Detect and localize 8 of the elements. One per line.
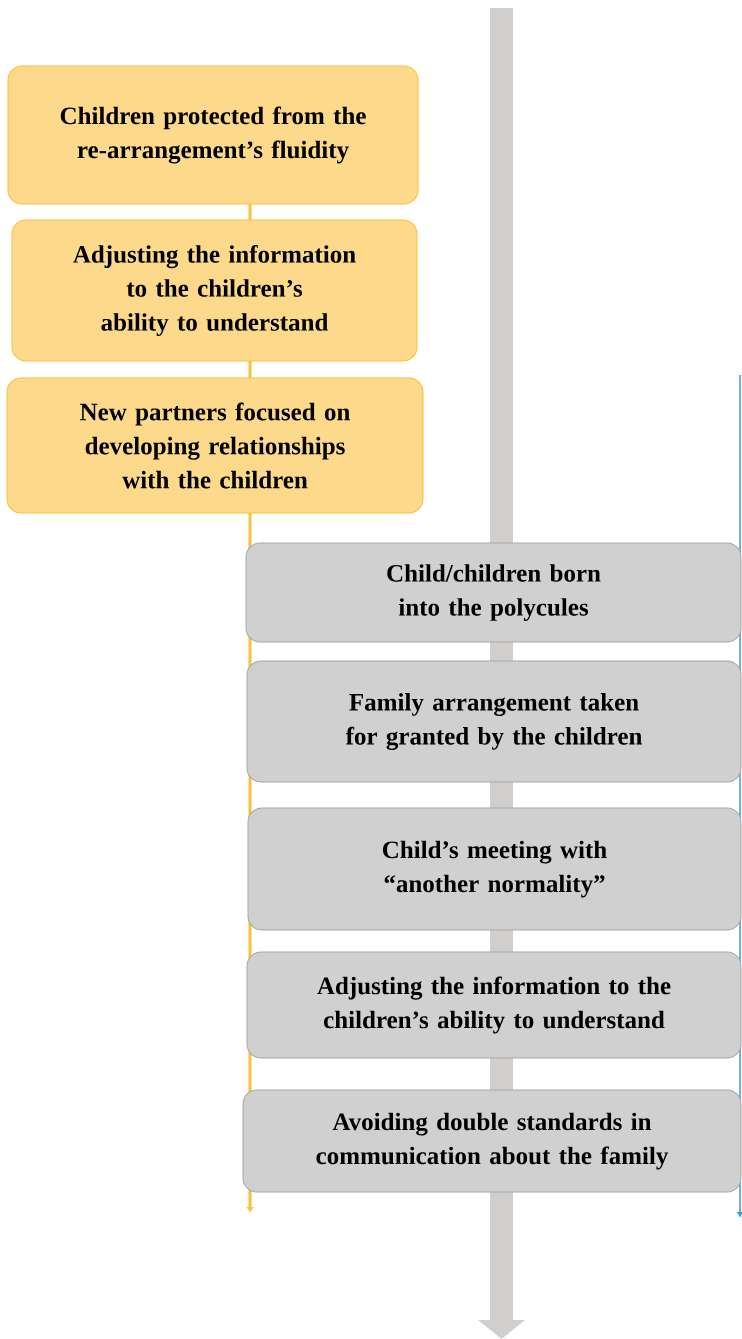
rounded-box: Adjusting the information to the children’s ability to understand xyxy=(11,219,418,362)
rounded-box: Adjusting the information to the children’s ability to understand xyxy=(246,951,742,1059)
rounded-box: New partners focused on developing relationships with the children xyxy=(6,377,424,514)
rounded-box: Child/children born into the polycules xyxy=(245,542,742,643)
rounded-box: Avoiding double standards in communication about the family xyxy=(242,1089,742,1193)
rounded-box: Child’s meeting with “another normality” xyxy=(247,807,742,931)
rounded-box: Family arrangement taken for granted by the children xyxy=(246,660,742,783)
rounded-box: Children protected from the re-arrangement’s fluidity xyxy=(7,65,419,205)
